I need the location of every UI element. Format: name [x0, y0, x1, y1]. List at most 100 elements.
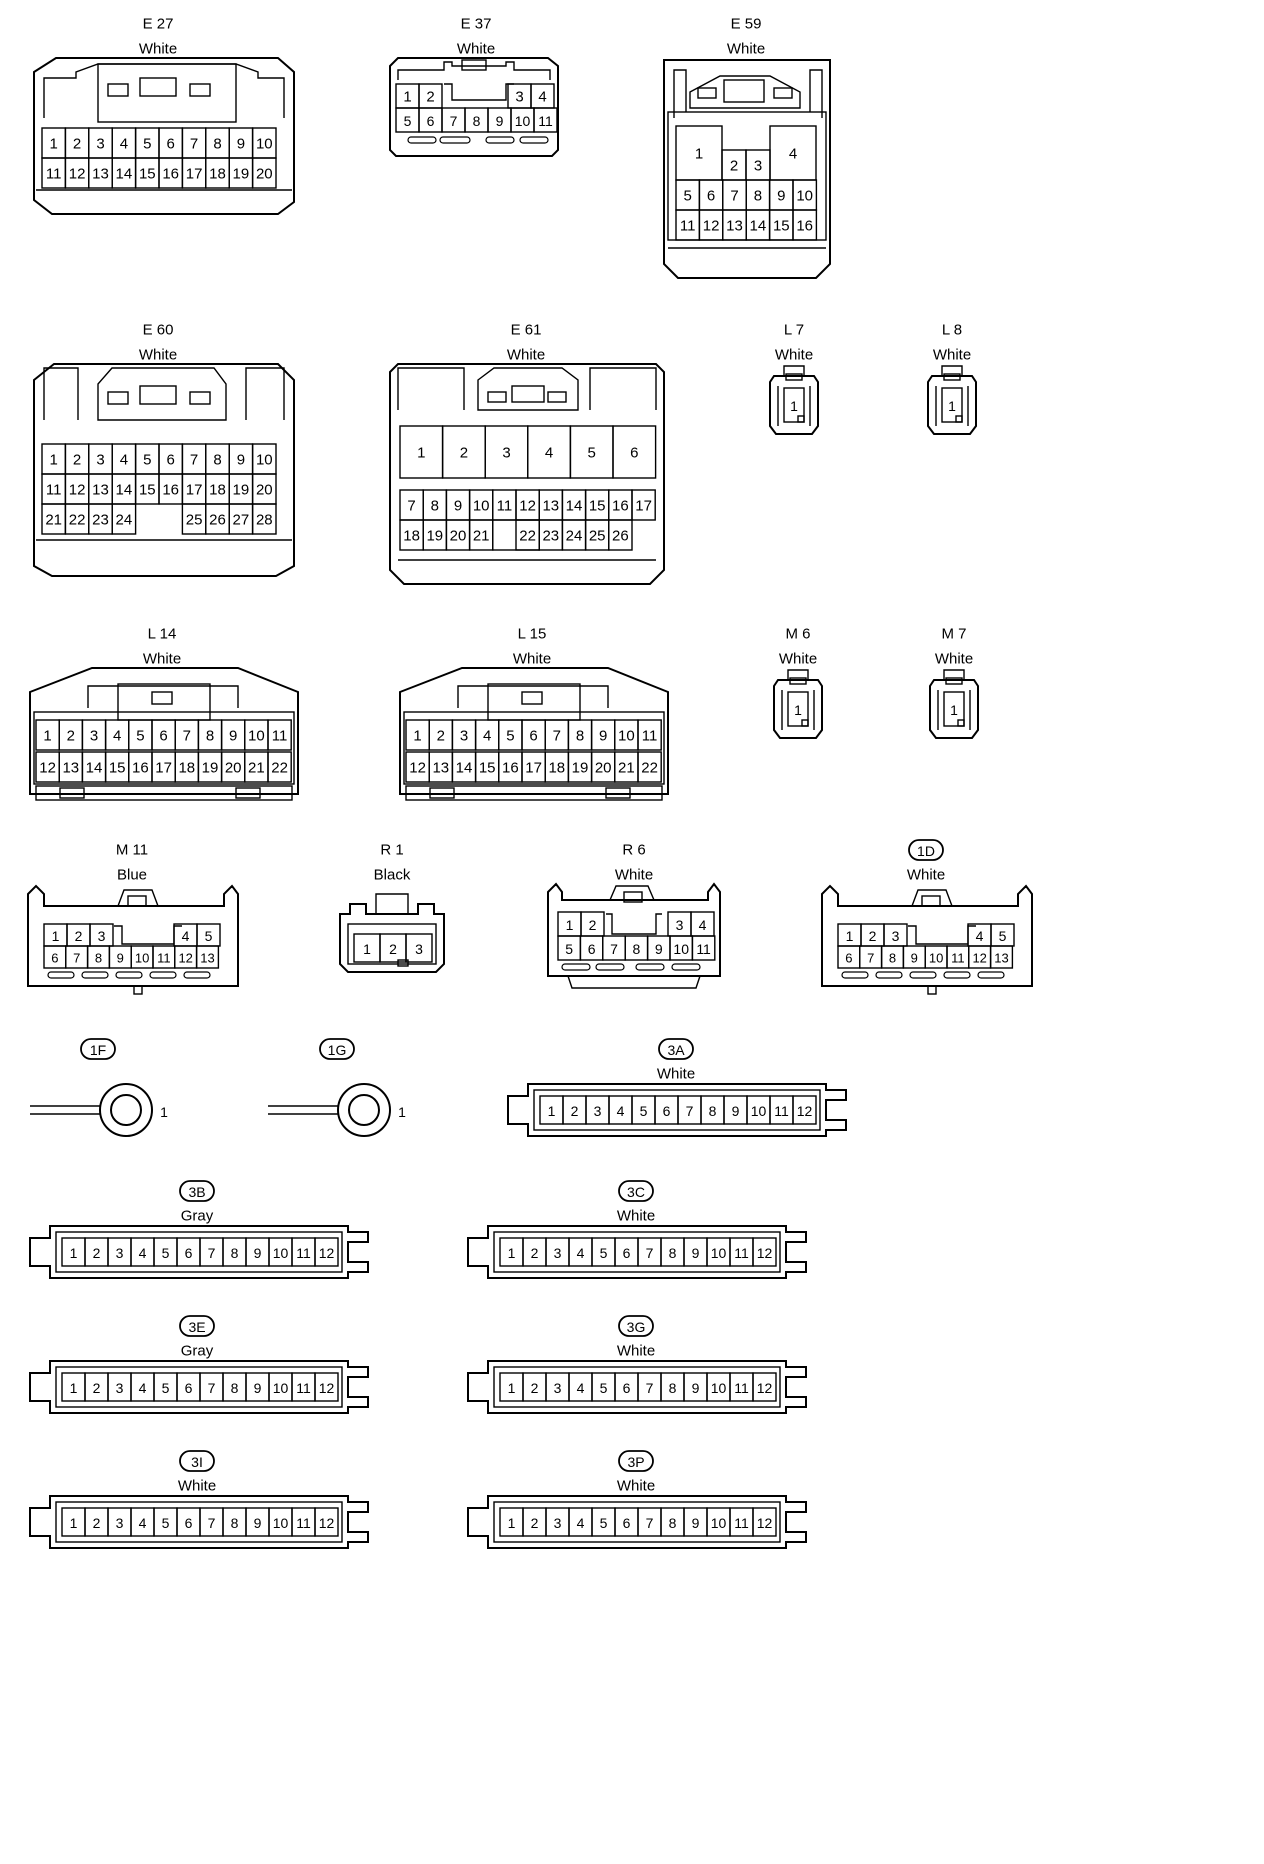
pin-number: 8 [709, 1103, 717, 1119]
pin-number: 2 [67, 728, 75, 745]
pin-number: 4 [577, 1515, 585, 1531]
pin-number: 5 [404, 113, 412, 129]
pin-number: 9 [692, 1380, 700, 1396]
code-badge [908, 839, 944, 861]
connector-code: 1G [328, 1042, 347, 1058]
pin-number: 8 [213, 452, 221, 469]
pin-number: 7 [208, 1515, 216, 1531]
pin-number: 7 [553, 728, 561, 745]
pin-number: 20 [256, 482, 273, 499]
connector-code: E 60 [143, 322, 174, 339]
pin-cell [752, 1372, 777, 1402]
latch-slot [81, 971, 109, 979]
pin-number: 19 [426, 528, 443, 545]
pin-number: 17 [155, 760, 172, 777]
pin-number: 12 [757, 1515, 773, 1531]
pin-number: 2 [460, 445, 468, 462]
pin-number: 1 [846, 928, 854, 944]
connector-code: 3I [191, 1454, 203, 1470]
connector-color: Gray [181, 1343, 214, 1360]
pin-number: 10 [135, 951, 149, 966]
pin-number: 21 [248, 760, 265, 777]
pin-cell [314, 1507, 339, 1537]
pin-number: 12 [69, 482, 86, 499]
pin-number: 6 [185, 1380, 193, 1396]
pin-number: 4 [577, 1245, 585, 1261]
pin-number: 26 [612, 528, 629, 545]
pin-number: 11 [157, 951, 171, 966]
pin-number: 3 [96, 136, 104, 153]
pin-number: 16 [612, 498, 629, 515]
pin-number: 5 [600, 1380, 608, 1396]
code-badge [319, 1038, 355, 1060]
pin-number: 3 [116, 1380, 124, 1396]
pin-number: 1 [70, 1380, 78, 1396]
pin-number: 25 [589, 528, 606, 545]
pin-number: 3 [116, 1515, 124, 1531]
pin-number: 1 [70, 1515, 78, 1531]
code-badge [618, 1450, 654, 1472]
connector-color: Blue [117, 867, 147, 884]
connector-color: White [779, 651, 817, 668]
connector-code: 3G [627, 1319, 646, 1335]
pin-number: 18 [209, 482, 226, 499]
pin-cell [251, 157, 277, 189]
pin-number: 7 [183, 728, 191, 745]
pin-number: 5 [205, 928, 213, 944]
pin-number: 5 [162, 1515, 170, 1531]
latch-slot [977, 971, 1005, 979]
pin-number: 12 [703, 218, 720, 235]
pin-number: 18 [548, 760, 565, 777]
pin-number: 17 [186, 166, 203, 183]
ring-hole [110, 1094, 142, 1126]
pin-number: 17 [525, 760, 542, 777]
pin-number: 20 [256, 166, 273, 183]
pin-cell [631, 489, 656, 521]
pin-number: 9 [911, 951, 918, 966]
pin-number: 1 [794, 702, 802, 718]
pin-number: 24 [566, 528, 583, 545]
pin-cell [267, 719, 292, 751]
pin-number: 7 [730, 188, 738, 205]
pin-number: 11 [734, 1515, 749, 1531]
pin-number: 9 [732, 1103, 740, 1119]
connector-code: 3B [188, 1184, 205, 1200]
pin-number: 10 [929, 951, 943, 966]
pin-number: 1 [160, 1104, 168, 1120]
pin-number: 21 [618, 760, 635, 777]
pin-number: 3 [594, 1103, 602, 1119]
pin-number: 1 [566, 917, 574, 933]
pin-number: 10 [796, 188, 813, 205]
pin-number: 6 [427, 113, 435, 129]
pin-number: 7 [190, 136, 198, 153]
latch-slot [115, 971, 143, 979]
pin-number: 4 [976, 928, 984, 944]
pin-number: 1 [70, 1245, 78, 1261]
pin-number: 6 [51, 951, 58, 966]
pin-number: 1 [508, 1515, 516, 1531]
pin-number: 7 [208, 1380, 216, 1396]
pin-number: 11 [680, 218, 696, 235]
connector-color: White [775, 347, 813, 364]
pin-number: 9 [777, 188, 785, 205]
pin-cell [314, 1237, 339, 1267]
connector-color: White [933, 347, 971, 364]
pin-number: 3 [554, 1515, 562, 1531]
pin-number: 12 [409, 760, 426, 777]
pin-number: 12 [797, 1103, 813, 1119]
pin-number: 2 [531, 1245, 539, 1261]
pin-number: 13 [726, 218, 743, 235]
pin-number: 3 [460, 728, 468, 745]
